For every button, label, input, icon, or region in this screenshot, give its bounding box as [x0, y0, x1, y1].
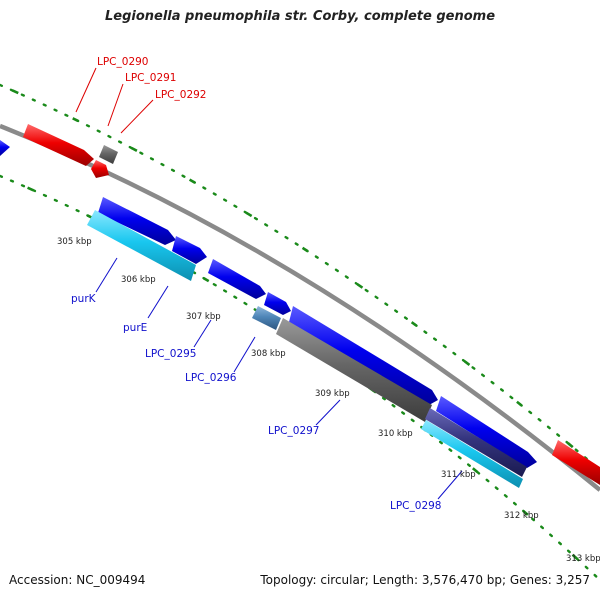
label-purE[interactable]: purE — [123, 322, 147, 334]
gene-labels: LPC_0290 LPC_0291 LPC_0292 purK purE LPC… — [71, 56, 442, 512]
accession-text: Accession: NC_009494 — [9, 573, 146, 587]
leader-purK — [95, 257, 118, 293]
reverse-strand-genes — [23, 124, 600, 485]
tick-label: 313 kbp — [566, 554, 600, 564]
inner-dotted-ring — [0, 174, 600, 582]
label-lpc0291[interactable]: LPC_0291 — [125, 72, 177, 84]
topology-text: Topology: circular; Length: 3,576,470 bp… — [260, 573, 590, 587]
gene-lpc0298[interactable] — [421, 420, 523, 488]
tick-label: 308 kbp — [251, 349, 286, 359]
gene-lpc0296-forward[interactable] — [208, 259, 266, 299]
tick-label: 310 kbp — [378, 429, 413, 439]
label-leader-lines — [75, 67, 463, 500]
label-lpc0298[interactable]: LPC_0298 — [390, 500, 442, 512]
tick-label: 309 kbp — [315, 389, 350, 399]
label-purK[interactable]: purK — [71, 293, 97, 305]
gene-lpc0297[interactable] — [276, 318, 432, 422]
gene-lpc0292[interactable] — [91, 160, 109, 178]
gene-lpc0297-forward[interactable] — [264, 292, 291, 315]
label-lpc0290[interactable]: LPC_0290 — [97, 56, 149, 68]
leader-lpc0298 — [437, 470, 463, 500]
gene-lpc0295-forward[interactable] — [98, 197, 176, 245]
leader-purE — [147, 285, 169, 319]
tick-label: 312 kbp — [504, 511, 539, 521]
tick-label: 306 kbp — [121, 275, 156, 285]
leader-lpc0296 — [233, 336, 256, 373]
label-lpc0297[interactable]: LPC_0297 — [268, 425, 320, 437]
gene-lpc0290[interactable] — [23, 124, 94, 166]
gene-purK[interactable] — [87, 210, 196, 281]
gene-left-edge[interactable] — [0, 140, 10, 156]
kbp-tick-labels: 305 kbp 306 kbp 307 kbp 308 kbp 309 kbp … — [57, 237, 600, 564]
tick-label: 305 kbp — [57, 237, 92, 247]
leader-lpc0295 — [193, 319, 212, 348]
leader-lpc0292 — [120, 99, 154, 134]
gene-lpc0298-navy[interactable] — [425, 408, 527, 477]
label-lpc0296[interactable]: LPC_0296 — [185, 372, 237, 384]
label-lpc0292[interactable]: LPC_0292 — [155, 89, 207, 101]
tick-label: 311 kbp — [441, 470, 476, 480]
gene-purE-forward[interactable] — [172, 236, 207, 264]
label-lpc0295[interactable]: LPC_0295 — [145, 348, 197, 360]
map-title: Legionella pneumophila str. Corby, compl… — [104, 9, 496, 24]
forward-strand-genes — [0, 140, 537, 468]
gene-right-edge-red[interactable] — [552, 440, 600, 485]
leader-lpc0290 — [75, 67, 97, 113]
leader-lpc0297 — [315, 399, 341, 426]
gene-lpc0296-steel[interactable] — [252, 306, 281, 330]
leader-lpc0291 — [107, 83, 124, 127]
gene-lpc0298-forward[interactable] — [289, 306, 438, 405]
gene-lpc0299-forward[interactable] — [436, 396, 537, 468]
tick-label: 307 kbp — [186, 312, 221, 322]
gene-lpc0291[interactable] — [99, 145, 118, 164]
